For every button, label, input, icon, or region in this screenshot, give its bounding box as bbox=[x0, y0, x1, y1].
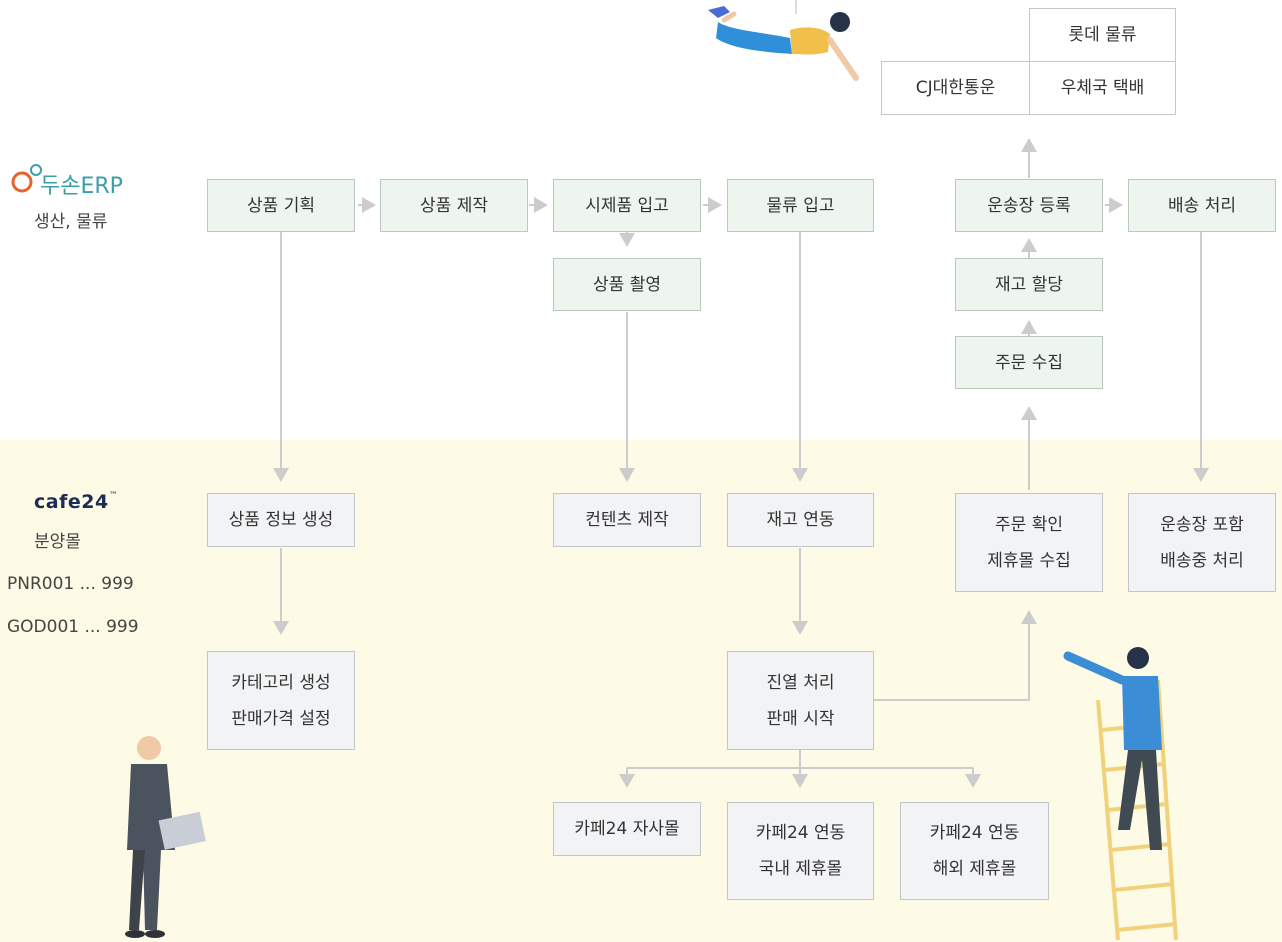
product-code-range: PNR001 ... 999 bbox=[7, 574, 134, 594]
step-product-info-label: 상품 정보 생성 bbox=[228, 510, 334, 530]
step-delivery: 배송 처리 bbox=[1128, 179, 1276, 232]
channel-domestic: 카페24 연동 국내 제휴몰 bbox=[727, 802, 874, 900]
step-content-label: 컨텐츠 제작 bbox=[585, 510, 669, 530]
channel-domestic-line2: 국내 제휴몰 bbox=[758, 859, 843, 879]
step-sample-receipt: 시제품 입고 bbox=[553, 179, 701, 232]
step-sample-receipt-label: 시제품 입고 bbox=[585, 195, 669, 216]
erp-brand: 두손ERP bbox=[8, 164, 123, 200]
carrier-cj: CJ대한통운 bbox=[881, 61, 1030, 115]
arrow-display-to-order bbox=[874, 610, 1037, 701]
step-content: 컨텐츠 제작 bbox=[553, 493, 701, 547]
step-product-making: 상품 제작 bbox=[380, 179, 528, 232]
cafe24-brand: cafe24™ bbox=[34, 491, 118, 513]
channel-overseas-line1: 카페24 연동 bbox=[929, 823, 1020, 843]
cafe24-description: 분양몰 bbox=[34, 532, 81, 552]
businessman-illustration bbox=[125, 736, 206, 938]
cafe24-name: cafe24 bbox=[34, 491, 109, 513]
carrier-lotte: 롯데 물류 bbox=[1029, 8, 1176, 62]
carrier-post: 우체국 택배 bbox=[1029, 61, 1176, 115]
floating-woman-illustration bbox=[708, 0, 859, 81]
carrier-post-label: 우체국 택배 bbox=[1060, 78, 1145, 98]
step-sales-start-label: 판매 시작 bbox=[766, 708, 835, 729]
step-shipping: 운송장 포함 배송중 처리 bbox=[1128, 493, 1276, 592]
step-stock-allocation-label: 재고 할당 bbox=[995, 274, 1063, 295]
step-product-planning-label: 상품 기획 bbox=[247, 195, 315, 216]
step-product-shoot: 상품 촬영 bbox=[553, 258, 701, 311]
step-in-delivery-label: 배송중 처리 bbox=[1160, 550, 1244, 571]
channel-overseas: 카페24 연동 해외 제휴몰 bbox=[900, 802, 1049, 900]
step-category-pricing: 카테고리 생성 판매가격 설정 bbox=[207, 651, 355, 750]
step-stock-sync-label: 재고 연동 bbox=[766, 510, 835, 530]
channel-own-mall: 카페24 자사몰 bbox=[553, 802, 701, 856]
step-logistics-receipt: 물류 입고 bbox=[727, 179, 874, 232]
step-category-label: 카테고리 생성 bbox=[231, 672, 331, 693]
erp-name: 두손ERP bbox=[40, 174, 123, 199]
erp-description: 생산, 물류 bbox=[34, 212, 108, 232]
step-display-label: 진열 처리 bbox=[766, 672, 835, 693]
step-product-planning: 상품 기획 bbox=[207, 179, 355, 232]
step-logistics-receipt-label: 물류 입고 bbox=[766, 195, 835, 216]
step-pricing-label: 판매가격 설정 bbox=[231, 708, 331, 729]
step-product-info: 상품 정보 생성 bbox=[207, 493, 355, 547]
step-delivery-label: 배송 처리 bbox=[1168, 195, 1236, 216]
channel-own-mall-label: 카페24 자사몰 bbox=[574, 819, 680, 839]
step-order-check: 주문 확인 제휴몰 수집 bbox=[955, 493, 1103, 592]
step-stock-sync: 재고 연동 bbox=[727, 493, 874, 547]
ladder-man-illustration bbox=[1063, 647, 1178, 941]
erp-logo-icon bbox=[11, 164, 42, 193]
step-order-collect: 주문 수집 bbox=[955, 336, 1103, 389]
carrier-cj-label: CJ대한통운 bbox=[915, 78, 996, 98]
step-waybill-include-label: 운송장 포함 bbox=[1160, 514, 1244, 535]
step-order-check-label: 주문 확인 bbox=[995, 514, 1063, 535]
step-product-shoot-label: 상품 촬영 bbox=[593, 274, 661, 295]
carrier-lotte-label: 롯데 물류 bbox=[1068, 25, 1137, 45]
step-product-making-label: 상품 제작 bbox=[420, 195, 488, 216]
step-stock-allocation: 재고 할당 bbox=[955, 258, 1103, 311]
cafe24-tm: ™ bbox=[108, 491, 118, 501]
step-waybill-register-label: 운송장 등록 bbox=[987, 195, 1071, 216]
step-waybill-register: 운송장 등록 bbox=[955, 179, 1103, 232]
step-order-collect-label: 주문 수집 bbox=[995, 352, 1063, 373]
channel-domestic-line1: 카페24 연동 bbox=[755, 823, 846, 843]
step-display: 진열 처리 판매 시작 bbox=[727, 651, 874, 750]
goods-code-range: GOD001 ... 999 bbox=[7, 617, 139, 637]
step-partner-collect-label: 제휴몰 수집 bbox=[987, 550, 1071, 571]
channel-overseas-line2: 해외 제휴몰 bbox=[932, 859, 1017, 879]
